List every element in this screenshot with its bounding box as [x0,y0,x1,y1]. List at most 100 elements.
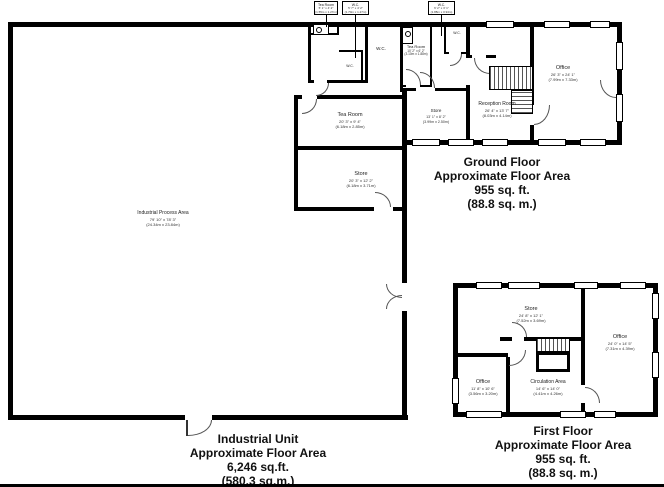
wall-segment [466,85,470,143]
room-metric: (7.99m x 7.33m) [548,76,578,82]
staircase-first [536,338,570,352]
room-dims: 20' 3" x 12' 2" [348,177,374,183]
room-label-office-ground: Office 26' 3" x 24' 1" (7.99m x 7.33m) [548,65,577,82]
door-swing-arc [534,105,550,125]
door-swing-arc [406,69,421,85]
window [452,378,459,404]
summary-line: Approximate Floor Area [494,438,632,452]
room-label-store-small: Store 13' 1" x 8' 2" (3.99m x 2.50m) [423,108,449,125]
window [652,293,659,319]
callout-tea-room: Tea Room 5' 1" x 4' 2" (1.55m x 1.27m) [314,1,338,15]
summary-line: 6,246 sq.ft. [226,460,290,474]
room-dims: 14' 6" x 14' 0" [535,385,561,391]
wall-segment [400,22,403,92]
door-opening [401,283,408,311]
ff-wall-right [653,283,658,417]
sink-icon [313,24,329,35]
summary-line: Ground Floor [463,155,541,169]
summary-line: Approximate Floor Area [433,169,571,183]
wall-segment [294,95,298,211]
room-name: Reception Room [478,101,516,107]
wall-segment [444,22,446,54]
staircase-ground-lower [511,90,533,114]
window [620,282,646,289]
summary-line: (580.3 sq.m.) [221,474,295,487]
door-leaf [186,420,188,436]
wall-segment [530,22,534,105]
door-swing-arc [474,58,490,74]
wall-bottom-offices [402,140,622,145]
room-label-wc-right: W.C. [453,31,461,35]
room-name: Office [475,379,491,385]
callout-leader-line [441,15,442,36]
window [560,411,586,418]
door-opening [472,55,486,58]
room-metric: (8.03m x 4.14m) [482,112,512,118]
room-name: Office [555,65,571,71]
room-metric: (3.56m x 3.20m) [468,390,498,396]
sink-basin-icon [405,31,411,37]
callout-dims: 6' 2" x 3' 1" [434,6,449,10]
callout-metric: (1.55m x 1.27m) [315,9,337,14]
industrial-unit-summary: Industrial Unit Approximate Floor Area 6… [190,432,326,487]
summary-line: 955 sq. ft. [535,452,591,466]
door-swing-arc [585,387,600,403]
room-metric: (6.18m x 2.85m) [335,123,365,129]
callout-wc-1: W.C. 5' 7" x 4' 2" (1.70m x 1.27m) [342,1,369,15]
callout-metric: (1.88m x 0.94m) [430,9,453,14]
summary-line: Industrial Unit [217,432,299,446]
room-label-tea-room-small: Tea Room 10' 2" x 6' 2" (3.10m x 1.88m) [404,44,427,57]
door-swing-arc [509,350,526,366]
ground-floor-summary: Ground Floor Approximate Floor Area 955 … [434,155,570,211]
room-dims: 79' 10" x 78' 3" [149,216,177,222]
door-opening [416,88,435,91]
room-name: Tea Room [337,112,363,118]
wall-right-industrial [402,90,407,420]
wall-segment [337,22,339,35]
window [616,94,623,122]
room-dims: 10' 2" x 6' 2" [407,48,425,53]
staircase-ground [489,66,533,90]
wall-segment [308,22,311,82]
wall-segment [294,146,406,150]
summary-line: First Floor [533,424,593,438]
window [616,42,623,70]
door-swing-arc [450,54,462,66]
room-name: Store [430,108,442,113]
ff-wall-left [453,283,458,417]
room-label-ff-circulation: Circulation Area 14' 6" x 14' 0" (4.41m … [530,379,565,396]
room-dims: 26' 3" x 24' 1" [550,71,576,77]
room-name: Office [612,334,628,340]
summary-line: (88.8 sq. m.) [467,197,537,211]
door-swing-arc [512,322,527,337]
wall-segment [430,22,432,86]
wall-segment [339,50,363,52]
callout-leader-line [355,15,356,58]
window [482,139,508,146]
window [652,352,659,378]
room-label-ff-store: Store 24' 8" x 12' 1" (7.52m x 3.69m) [516,306,545,323]
wall-segment [308,80,368,83]
window [544,21,570,28]
window [594,411,616,418]
callout-dims: 5' 1" x 4' 2" [318,6,334,10]
wall-segment [530,125,534,145]
room-label-reception: Reception Room 26' 4" x 13' 7" (8.03m x … [478,101,515,118]
wall-segment [294,95,404,99]
window [580,139,606,146]
ff-wall-top [453,283,658,288]
door-opening [581,385,585,403]
ff-wall-mid [581,288,585,412]
wall-segment [365,22,368,82]
door-opening [302,95,317,99]
room-label-tea-room: Tea Room 20' 3" x 9' 4" (6.18m x 2.85m) [335,112,364,129]
room-label-store-main: Store 20' 3" x 12' 2" (6.18m x 3.71m) [346,171,375,188]
wall-segment [361,50,363,82]
window [412,139,440,146]
room-label-wc-small: W.C. [346,64,354,68]
door-swing-arc [600,80,616,98]
callout-name: W.C. [351,3,360,7]
room-dims: 24' 0" x 14' 5" [607,340,633,346]
room-label-ff-office-small: Office 11' 8" x 10' 6" (3.56m x 3.20m) [468,379,497,396]
